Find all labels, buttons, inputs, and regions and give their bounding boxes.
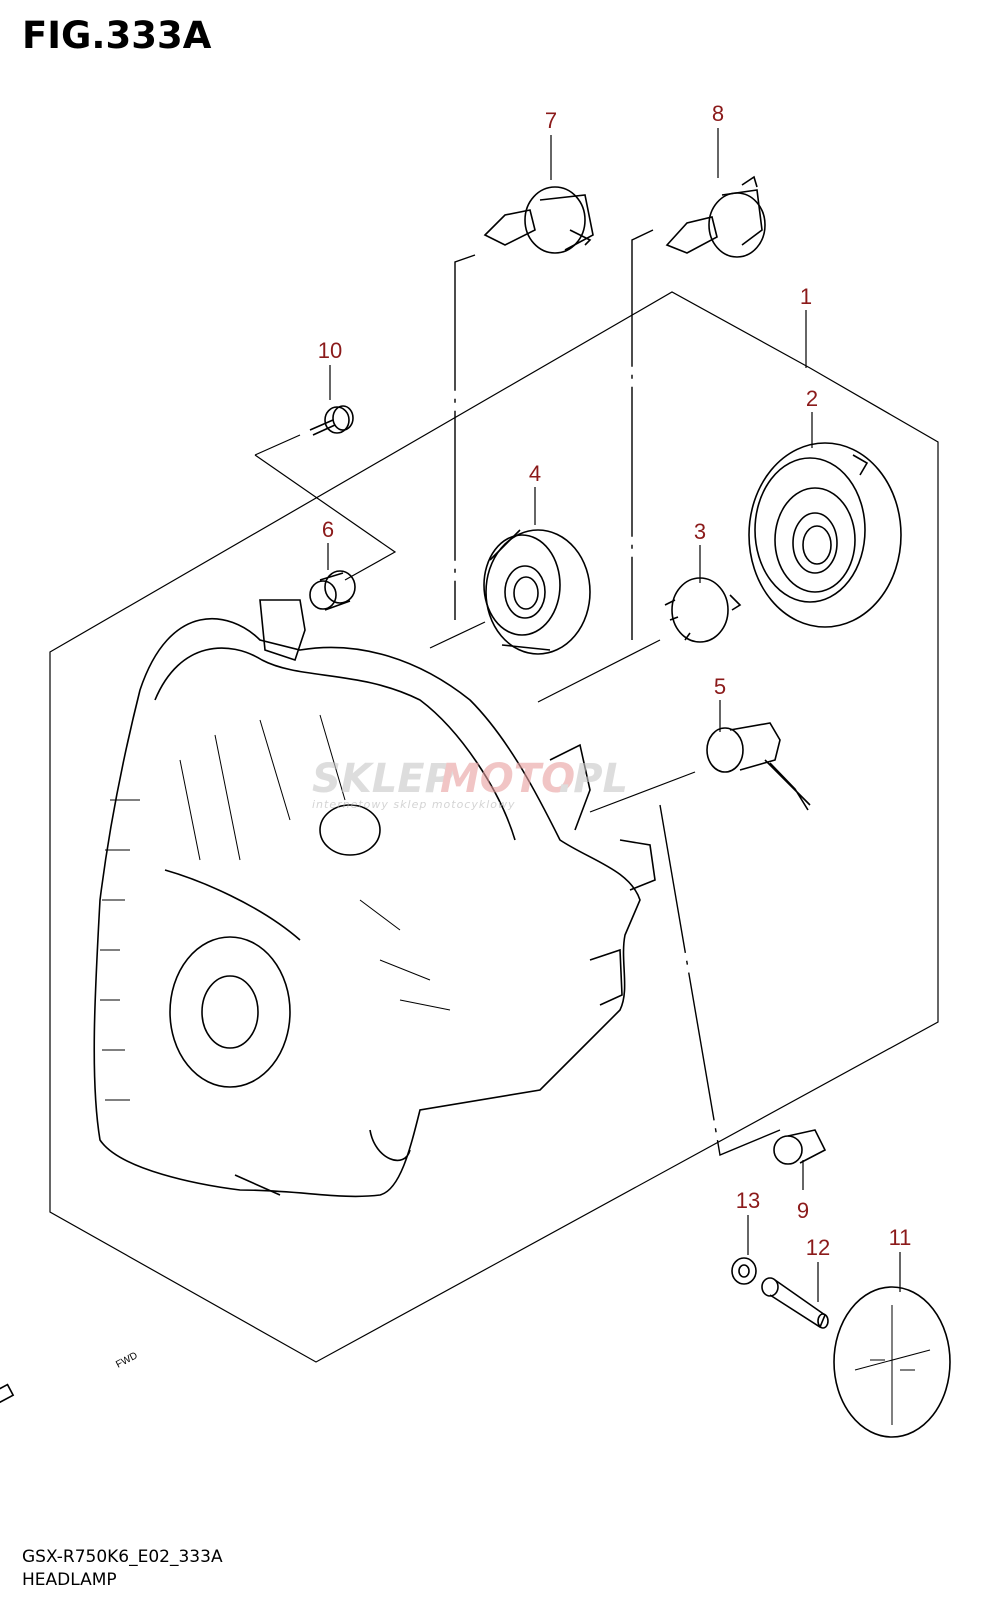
guide-line-7	[454, 254, 476, 620]
svg-text:internetowy sklep motocyklowy: internetowy sklep motocyklowy	[312, 798, 516, 811]
callout-3: 3	[694, 519, 706, 544]
guide-line-4	[429, 621, 486, 649]
rubber-boot-4	[483, 529, 591, 655]
svg-text:.PL: .PL	[558, 756, 628, 802]
headlamp-housing	[93, 599, 656, 1198]
footer-code: GSX-R750K6_E02_333A	[22, 1547, 223, 1567]
grommet-6	[309, 570, 356, 611]
cover-11	[833, 1286, 951, 1438]
callout-6: 6	[322, 517, 334, 542]
callout-11: 11	[889, 1225, 912, 1250]
bulb-9	[773, 1129, 827, 1165]
callout-5: 5	[714, 674, 726, 699]
callout-9: 9	[797, 1198, 809, 1223]
figure-title: FIG.333A	[22, 14, 212, 57]
adjuster-12	[761, 1277, 829, 1329]
bulb-7	[483, 186, 594, 254]
bulb-8	[665, 175, 766, 258]
reflector-cap-2	[748, 442, 902, 628]
assembly-boundary	[49, 291, 939, 1363]
callout-4: 4	[529, 461, 541, 486]
guide-line-9	[659, 804, 781, 1156]
socket-3	[664, 577, 742, 643]
callout-1: 1	[800, 284, 812, 309]
callout-7: 7	[545, 108, 557, 133]
washer-13	[731, 1257, 757, 1285]
callout-12: 12	[806, 1235, 830, 1260]
fwd-arrow-icon	[0, 1383, 15, 1419]
guide-line-3	[537, 639, 661, 703]
svg-text:MOTO: MOTO	[440, 756, 575, 802]
guide-line-10-6	[254, 434, 397, 581]
callout-13: 13	[736, 1188, 760, 1213]
callout-8: 8	[712, 101, 724, 126]
socket-5	[706, 722, 811, 811]
callout-2: 2	[806, 386, 818, 411]
fwd-label: FWD	[114, 1350, 139, 1370]
screw-10	[309, 405, 354, 436]
svg-text:SKLEP: SKLEP	[312, 756, 454, 802]
guide-line-5	[589, 771, 696, 813]
guide-line-8	[631, 229, 654, 640]
watermark-logo: SKLEP MOTO .PL internetowy sklep motocyk…	[312, 756, 628, 811]
footer-caption: HEADLAMP	[22, 1570, 117, 1590]
callout-10: 10	[318, 338, 342, 363]
